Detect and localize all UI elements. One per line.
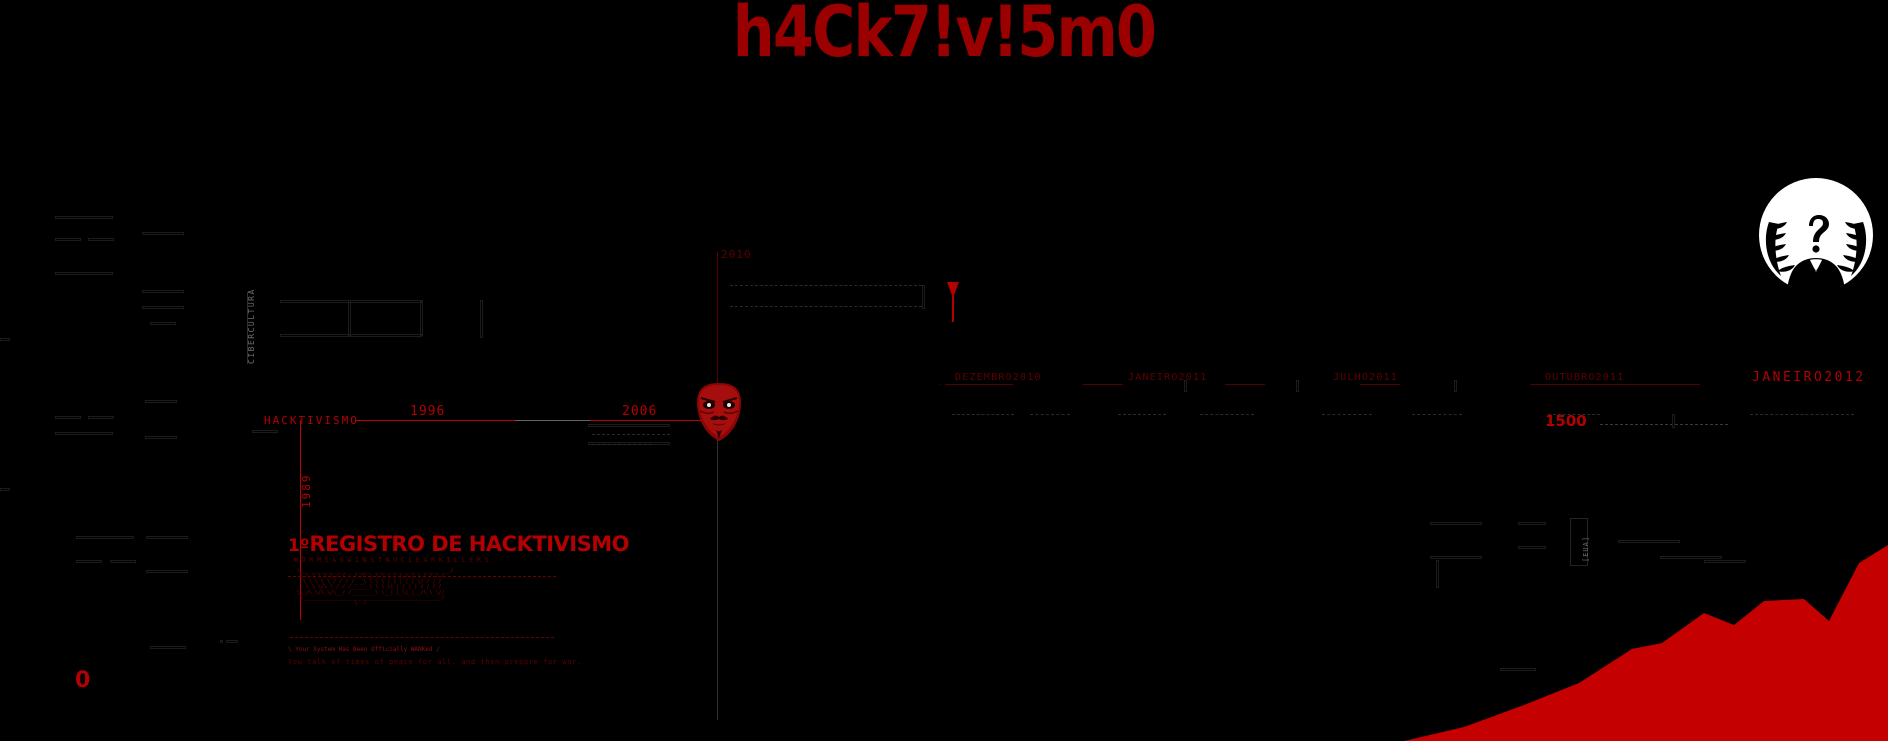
ghost-rule bbox=[145, 400, 177, 403]
timeline-mark-outubro2011: OUTUBRO2011 bbox=[1545, 372, 1625, 383]
value-marker-tick bbox=[1672, 414, 1675, 428]
timeline-year-1989: 1989 bbox=[300, 473, 313, 509]
ghost-rule bbox=[1518, 546, 1546, 549]
event-card-subtitle: WORMSAGAINSTNUCLEARKILLERS bbox=[294, 556, 492, 564]
ghost-rule bbox=[76, 536, 134, 539]
ghost-rule bbox=[252, 430, 278, 433]
ghost-rule bbox=[1430, 522, 1482, 525]
ghost-rule bbox=[1704, 560, 1746, 563]
event-card-heading: 1ºREGISTRO DE HACKTIVISMO bbox=[288, 532, 629, 556]
ghost-rule bbox=[150, 322, 176, 325]
event-card-divider-top bbox=[288, 576, 556, 577]
ghost-rule bbox=[146, 570, 188, 573]
timeline-dash-c bbox=[1118, 414, 1166, 415]
sub-dash-b bbox=[592, 444, 652, 445]
ghost-rule bbox=[1500, 668, 1536, 671]
ghost-rule bbox=[110, 560, 136, 563]
ghost-rule bbox=[0, 488, 10, 491]
timeline-rule-2 bbox=[1083, 384, 1123, 385]
ghost-rule bbox=[1660, 556, 1722, 559]
timeline-stem-lower bbox=[717, 420, 718, 720]
timeline-dash-b bbox=[1030, 414, 1070, 415]
ghost-tick bbox=[1454, 380, 1457, 392]
timeline-segment-c bbox=[590, 420, 710, 421]
timeline-mark-dezembro2010: DEZEMBRO2010 bbox=[955, 372, 1042, 383]
callout-edge bbox=[922, 285, 925, 309]
ghost-rule bbox=[280, 300, 422, 303]
timeline-anchor bbox=[940, 384, 941, 385]
ghost-rule bbox=[150, 646, 186, 649]
hacktivism-area-chart bbox=[1404, 520, 1888, 741]
series-label-hacktivismo: HACKTIVISMO bbox=[264, 414, 359, 427]
ghost-rule bbox=[142, 290, 184, 293]
ghost-rule bbox=[348, 300, 351, 336]
ghost-rule bbox=[1436, 560, 1439, 588]
callout-line-2010 bbox=[730, 306, 922, 307]
timeline-mark-janeiro2011: JANEIRO2011 bbox=[1128, 372, 1208, 383]
timeline-dash-f bbox=[1412, 414, 1462, 415]
ghost-rule bbox=[88, 238, 114, 241]
timeline-year-2006: 2006 bbox=[622, 404, 658, 419]
sub-dash-a bbox=[592, 434, 670, 435]
y-axis-tick-line bbox=[247, 292, 248, 364]
ghost-rule bbox=[1618, 540, 1680, 543]
ghost-tick bbox=[1184, 380, 1187, 392]
event-card-title: REGISTRO DE HACKTIVISMO bbox=[309, 532, 629, 556]
timeline-rule-1 bbox=[945, 384, 1013, 385]
ghost-rule bbox=[220, 640, 223, 643]
ghost-rule bbox=[0, 338, 10, 341]
ghost-tick bbox=[1296, 380, 1299, 392]
timeline-rule-4 bbox=[1360, 384, 1400, 385]
timeline-dash-a bbox=[952, 414, 1014, 415]
ghost-rule bbox=[76, 560, 102, 563]
timeline-marker-arrow bbox=[946, 282, 960, 322]
page-title: h4Ck7!v!5m0 bbox=[732, 0, 1157, 73]
y-axis-label: CIBERCULTURA bbox=[247, 288, 256, 364]
ghost-rule bbox=[588, 424, 670, 427]
ghost-rule bbox=[1518, 522, 1546, 525]
ghost-rule bbox=[1430, 556, 1482, 559]
ghost-rule bbox=[420, 300, 423, 336]
ghost-rule bbox=[226, 640, 238, 643]
timeline-dash-e bbox=[1322, 414, 1372, 415]
ghost-rule bbox=[145, 436, 177, 439]
timeline-mark-janeiro2012: JANEIRO2012 bbox=[1752, 370, 1866, 385]
ghost-rule bbox=[55, 238, 81, 241]
ghost-rule bbox=[142, 232, 184, 235]
wank-worm-ascii-art: \__ ____________ _____ ____ ___ ____ ___… bbox=[297, 568, 454, 607]
ghost-rule bbox=[55, 432, 113, 435]
timeline-segment-a bbox=[355, 420, 515, 421]
timeline-stem-2010 bbox=[717, 252, 718, 420]
timeline-dash-h bbox=[1750, 414, 1854, 415]
ghost-rule bbox=[55, 272, 113, 275]
event-card-quote: You talk of times of peace for all, and … bbox=[288, 658, 582, 666]
callout-line-2010-top bbox=[730, 285, 922, 286]
ghost-rule bbox=[55, 416, 81, 419]
y-axis-zero-label: 0 bbox=[75, 668, 92, 693]
ghost-rule bbox=[480, 300, 483, 338]
timeline-year-1996: 1996 bbox=[410, 404, 446, 419]
timeline-segment-b bbox=[515, 420, 590, 421]
event-card-divider-bottom bbox=[290, 637, 554, 638]
timeline-mark-julho2011: JULHO2011 bbox=[1333, 372, 1398, 383]
ghost-rule bbox=[146, 536, 188, 539]
guy-fawkes-mask-icon bbox=[694, 381, 744, 443]
timeline-year-2010: 2010 bbox=[721, 248, 752, 261]
event-card-index: 1º bbox=[288, 536, 310, 556]
value-marker-leader bbox=[1600, 424, 1728, 425]
ghost-rule bbox=[280, 334, 422, 337]
ghost-rule bbox=[55, 216, 113, 219]
timeline-rule-3 bbox=[1225, 384, 1265, 385]
timeline-branch-1989 bbox=[300, 420, 301, 620]
timeline-rule-5 bbox=[1530, 384, 1700, 385]
timeline-dash-d bbox=[1200, 414, 1254, 415]
anonymous-logo-icon bbox=[1757, 176, 1875, 294]
ghost-rule bbox=[142, 306, 184, 309]
wank-worm-banner: \ Your System Has Been Officially WANKed… bbox=[288, 646, 440, 653]
timeline-dash-g bbox=[1548, 414, 1600, 415]
ghost-rule bbox=[88, 416, 114, 419]
region-box bbox=[1570, 518, 1588, 566]
value-marker-1500: 1500 bbox=[1545, 412, 1587, 430]
